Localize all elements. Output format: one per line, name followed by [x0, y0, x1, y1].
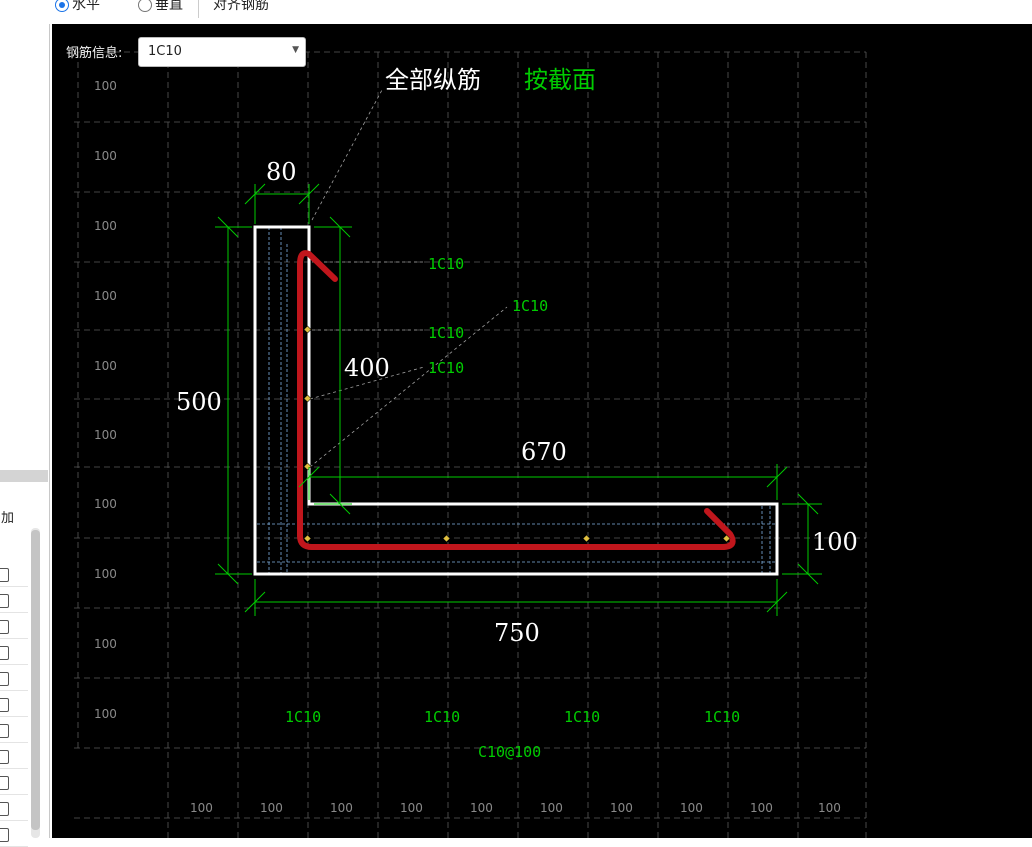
row-divider: [0, 742, 28, 743]
row-checkbox[interactable]: [0, 724, 9, 738]
dim-right-label: 100: [812, 528, 858, 556]
grid-x-label: 100: [400, 801, 423, 815]
panel-splitter[interactable]: [0, 470, 48, 482]
grid-y-label: 100: [94, 149, 117, 163]
vertical-radio[interactable]: 垂直: [138, 0, 183, 14]
leader-line: [309, 306, 508, 468]
row-checkbox[interactable]: [0, 750, 9, 764]
bar-label: 1C10: [428, 324, 464, 342]
drawing-canvas[interactable]: 100 100 100 100 100 100 100 100 100 100 100 100 100 1…: [52, 24, 1032, 838]
leader-lines: [309, 89, 508, 468]
grid-x-label: 100: [260, 801, 283, 815]
align-rebar-button[interactable]: 对齐钢筋: [213, 0, 269, 13]
bottom-bar-label: 1C10: [564, 708, 600, 726]
row-checkbox[interactable]: [0, 802, 9, 816]
bar-dots: [303, 325, 731, 543]
grid-x-label: 100: [470, 801, 493, 815]
grid-y-label: 100: [94, 428, 117, 442]
grid-y-label: 100: [94, 289, 117, 303]
vertical-scrollbar-thumb[interactable]: [31, 530, 40, 830]
grid-x-label: 100: [610, 801, 633, 815]
horizontal-radio[interactable]: 水平: [55, 0, 100, 14]
grid-x-label: 100: [750, 801, 773, 815]
leader-line: [309, 366, 425, 400]
leader-line: [311, 89, 383, 221]
horizontal-label: 水平: [72, 0, 100, 13]
row-checkbox[interactable]: [0, 672, 9, 686]
bottom-bar-label: 1C10: [424, 708, 460, 726]
row-checkbox[interactable]: [0, 828, 9, 842]
bar-label: 1C10: [428, 359, 464, 377]
rebar-info-select[interactable]: 1C10 ▼: [138, 37, 306, 67]
row-checkbox[interactable]: [0, 594, 9, 608]
dim-inner-label: 400: [344, 354, 390, 382]
grid-y-label: 100: [94, 707, 117, 721]
grid-x-label: 100: [818, 801, 841, 815]
bar-label: 1C10: [428, 255, 464, 273]
bar-label: 1C10: [512, 297, 548, 315]
grid-y-label: 100: [94, 497, 117, 511]
row-divider: [0, 664, 28, 665]
stirrup-label: C10@100: [478, 743, 541, 761]
column-header: 加: [1, 511, 15, 526]
left-panel: 加: [0, 24, 50, 847]
title-all-rebars: 全部纵筋: [385, 66, 481, 94]
row-divider: [0, 768, 28, 769]
row-checkbox[interactable]: [0, 620, 9, 634]
row-divider: [0, 586, 28, 587]
rebar-info-value: 1C10: [148, 44, 182, 59]
dim-top-label: 80: [266, 158, 297, 186]
row-checkbox[interactable]: [0, 698, 9, 712]
grid-y-label: 100: [94, 219, 117, 233]
radio-unselected-icon[interactable]: [138, 0, 152, 12]
row-checkbox[interactable]: [0, 776, 9, 790]
row-divider: [0, 638, 28, 639]
dim-670-label: 670: [521, 438, 567, 466]
row-divider: [0, 794, 28, 795]
radio-selected-icon[interactable]: [55, 0, 69, 12]
toolbar: 水平 垂直 对齐钢筋: [0, 0, 1032, 24]
grid-y-label: 100: [94, 359, 117, 373]
row-divider: [0, 820, 28, 821]
row-divider: [0, 690, 28, 691]
vertical-label: 垂直: [155, 0, 183, 13]
row-checkbox[interactable]: [0, 568, 9, 582]
dropdown-arrow-icon[interactable]: ▼: [292, 45, 299, 55]
grid-x-label: 100: [680, 801, 703, 815]
row-divider: [0, 716, 28, 717]
dimension-lines: [215, 183, 822, 616]
grid-x-label: 100: [190, 801, 213, 815]
title-by-section: 按截面: [524, 66, 596, 94]
grid-y-label: 100: [94, 637, 117, 651]
grid-x-label: 100: [330, 801, 353, 815]
row-checkbox[interactable]: [0, 646, 9, 660]
rebar-path: [297, 250, 736, 550]
grid-y-label: 100: [94, 567, 117, 581]
bottom-bar-label: 1C10: [704, 708, 740, 726]
section-drawing: 100 100 100 100 100 100 100 100 100 100 100 100 100 1…: [74, 51, 867, 838]
dim-bottom-label: 750: [494, 619, 540, 647]
grid-x-label: 100: [540, 801, 563, 815]
section-outline: [253, 225, 779, 576]
toolbar-divider: [198, 0, 199, 18]
grid-lines: [74, 51, 867, 838]
bottom-bar-label: 1C10: [285, 708, 321, 726]
rebar-info-label: 钢筋信息:: [66, 46, 123, 61]
stirrup-lines: [257, 227, 777, 574]
grid-y-label: 100: [94, 79, 117, 93]
dim-left-label: 500: [176, 388, 222, 416]
row-divider: [0, 612, 28, 613]
grid-labels: 100 100 100 100 100 100 100 100 100 100 100 100 100 1…: [94, 79, 841, 815]
